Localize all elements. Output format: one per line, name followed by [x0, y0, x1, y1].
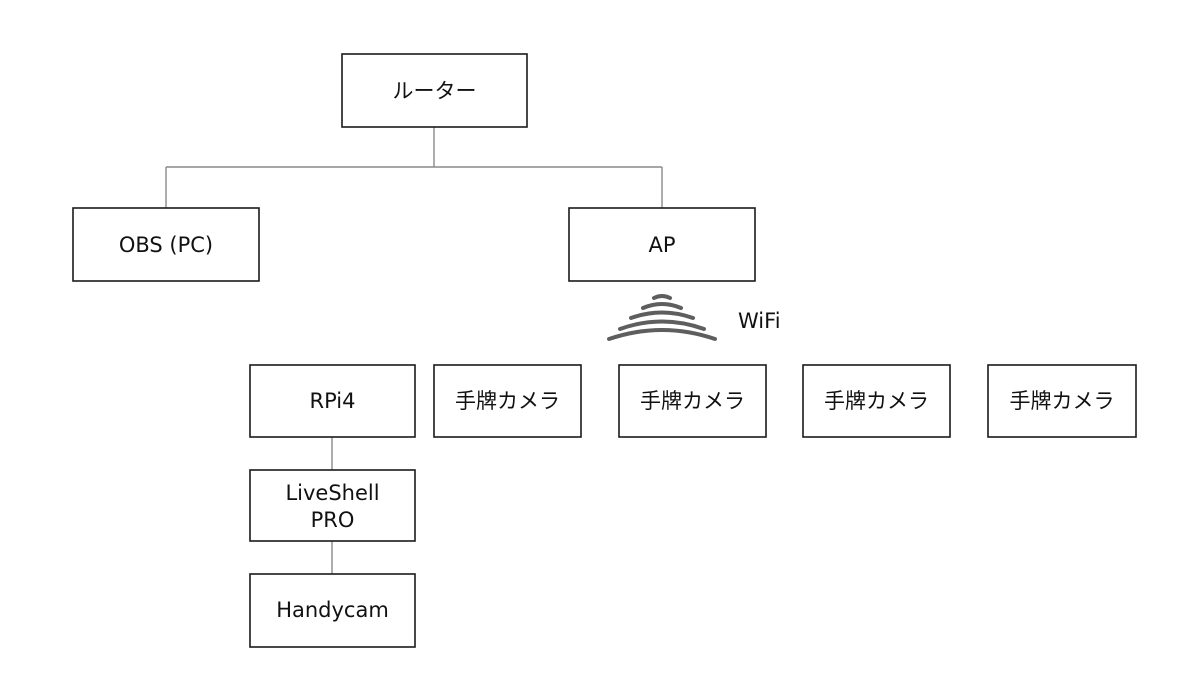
- node-camera-4: 手牌カメラ: [987, 364, 1137, 438]
- camera-box: [618, 364, 767, 438]
- node-handycam: Handycam: [249, 573, 416, 648]
- camera-box: [987, 364, 1137, 438]
- camera-label: 手牌カメラ: [640, 389, 745, 413]
- node-camera-3: 手牌カメラ: [802, 364, 951, 438]
- camera-label: 手牌カメラ: [1010, 389, 1115, 413]
- rpi4-label: RPi4: [310, 389, 356, 413]
- wifi-arc-4: [618, 319, 706, 331]
- router-label: ルーター: [393, 79, 477, 103]
- camera-label: 手牌カメラ: [455, 389, 560, 413]
- liveshell-box: [249, 469, 416, 542]
- wifi-signal-icon: [607, 294, 717, 341]
- camera-box: [802, 364, 951, 438]
- liveshell-label-line1: LiveShell: [285, 481, 379, 505]
- node-ap: AP: [568, 207, 756, 282]
- router-box: [341, 53, 528, 128]
- wifi-arc-1: [652, 294, 672, 300]
- ap-label: AP: [648, 233, 675, 257]
- node-liveshell: LiveShell PRO: [249, 469, 416, 542]
- wifi-label: WiFi: [738, 309, 781, 333]
- camera-label: 手牌カメラ: [824, 389, 929, 413]
- wifi-arc-2: [641, 302, 683, 310]
- node-router: ルーター: [341, 53, 528, 128]
- node-obs: OBS (PC): [72, 207, 260, 282]
- handycam-label: Handycam: [276, 598, 389, 622]
- ap-box: [568, 207, 756, 282]
- connectors: [165, 127, 663, 574]
- wifi-arc-3: [629, 310, 695, 320]
- obs-box: [72, 207, 260, 282]
- camera-box: [433, 364, 582, 438]
- liveshell-label-line2: PRO: [311, 508, 355, 532]
- obs-label: OBS (PC): [119, 233, 213, 257]
- node-rpi4: RPi4: [249, 364, 416, 438]
- node-camera-2: 手牌カメラ: [618, 364, 767, 438]
- rpi4-box: [249, 364, 416, 438]
- wifi-arc-5: [607, 328, 717, 341]
- handycam-box: [249, 573, 416, 648]
- node-camera-1: 手牌カメラ: [433, 364, 582, 438]
